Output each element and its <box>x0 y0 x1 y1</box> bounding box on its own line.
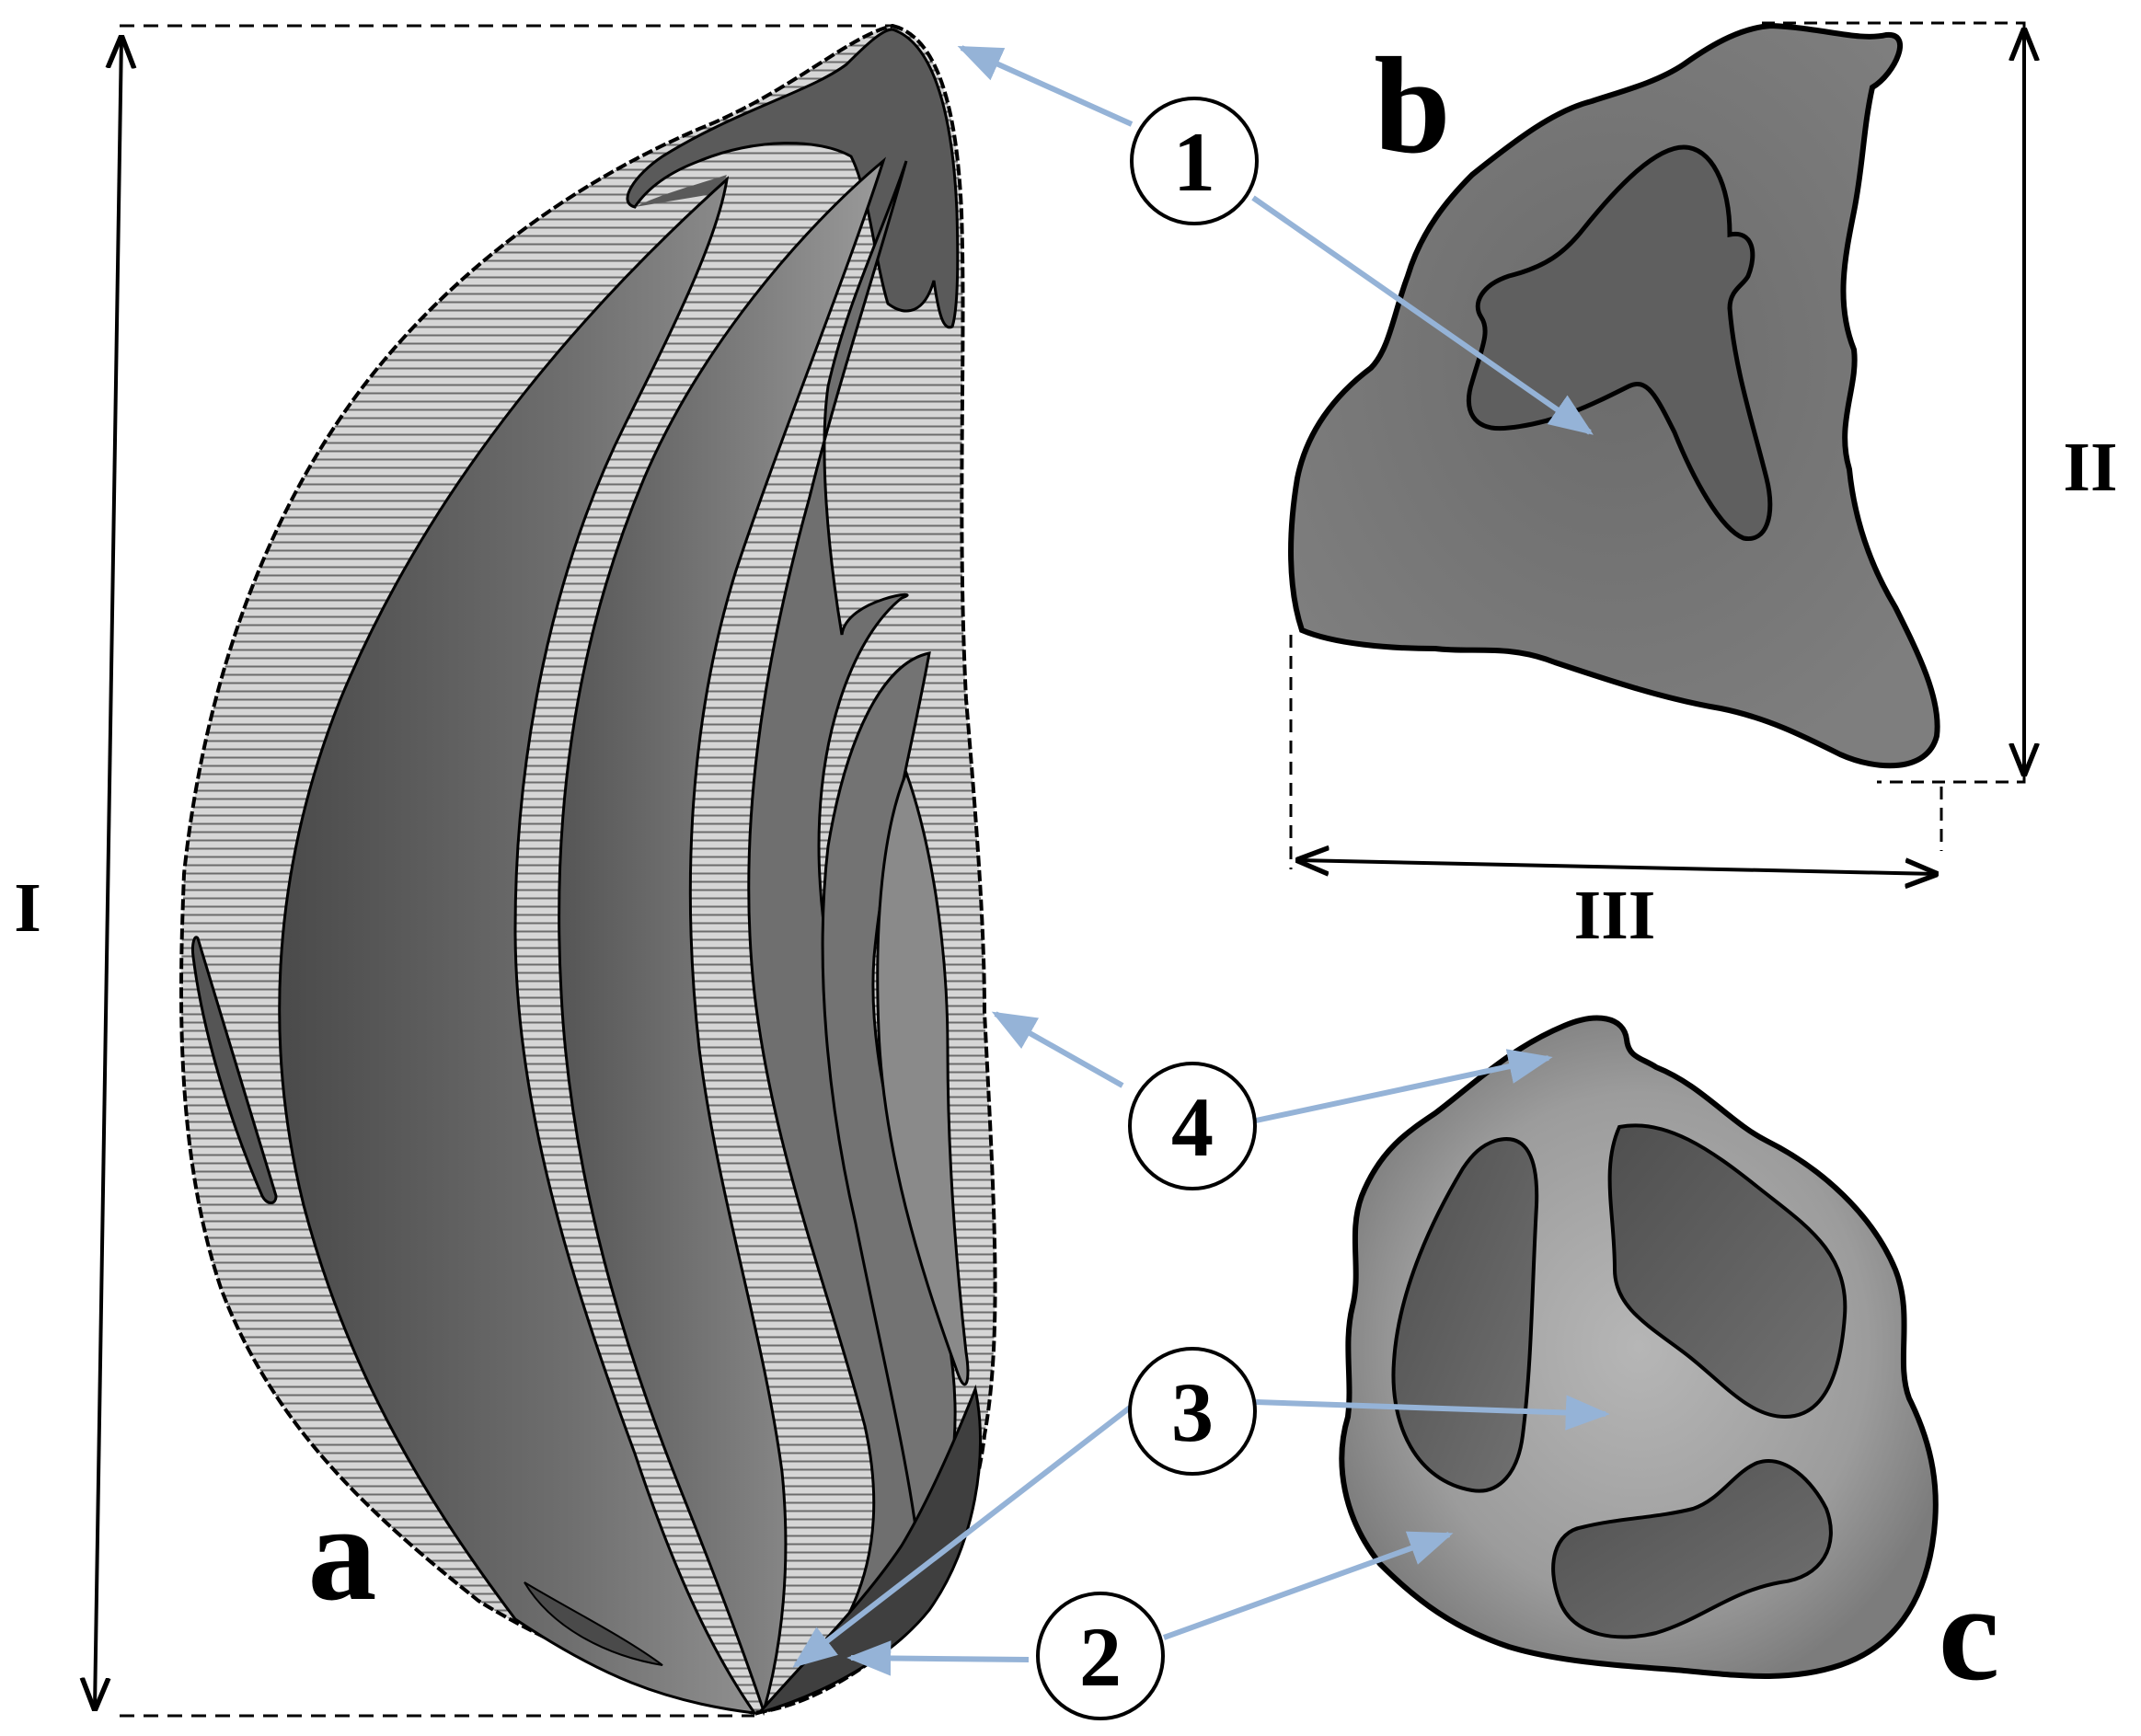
callout-4-circle <box>1128 1062 1257 1190</box>
grain-segment-1 <box>278 176 758 1715</box>
bounding-box-a <box>120 24 892 1718</box>
dimension-label-height: II <box>2063 429 2117 506</box>
cross-section-c-lobe-right <box>1607 1123 1847 1420</box>
dimension-label-width: III <box>1574 877 1656 954</box>
callout-4-arrow-to-section <box>1255 1049 1553 1123</box>
callout-2-circle <box>1036 1592 1165 1720</box>
grain-cross-section-b: II III b <box>1288 21 2118 954</box>
callout-2: 2 <box>846 1531 1454 1720</box>
callout-1-number: 1 <box>1173 115 1215 209</box>
dimension-label-length: I <box>14 869 41 947</box>
callout-2-arrow-to-grain <box>846 1640 1030 1676</box>
callout-4-arrow-to-grain <box>991 1011 1124 1088</box>
callout-2-number: 2 <box>1079 1610 1122 1704</box>
callout-3-number: 3 <box>1171 1365 1214 1459</box>
callout-1-arrow-to-tip <box>957 45 1134 127</box>
dimension-arrow-length <box>95 37 121 1709</box>
callout-4-number: 4 <box>1171 1080 1214 1174</box>
dimension-arrow-width <box>1297 860 1937 874</box>
grain-segment-sliver <box>191 936 278 1204</box>
panel-label-a: a <box>308 1477 377 1629</box>
callout-2-arrow-to-section <box>1162 1531 1454 1640</box>
grain-segment-5 <box>876 768 970 1386</box>
grain-longitudinal: I a <box>14 23 997 1718</box>
cross-section-c-lobe-left <box>1391 1137 1539 1493</box>
callout-3-circle <box>1128 1347 1257 1476</box>
grain-tip <box>626 28 960 329</box>
panel-label-b: b <box>1374 29 1450 182</box>
callout-3: 3 <box>792 1347 1610 1668</box>
callout-3-arrow-to-grain <box>792 1405 1132 1668</box>
callout-4: 4 <box>991 1011 1553 1190</box>
callout-1: 1 <box>957 45 1594 435</box>
callout-3-arrow-to-section <box>1255 1395 1610 1431</box>
callout-1-circle <box>1130 97 1259 225</box>
panel-label-c: c <box>1939 1557 2000 1709</box>
grain-cross-section-c: c <box>1339 1015 2000 1709</box>
cross-section-c-lobe-bottom <box>1551 1459 1833 1639</box>
callout-1-arrow-to-core <box>1251 195 1594 435</box>
